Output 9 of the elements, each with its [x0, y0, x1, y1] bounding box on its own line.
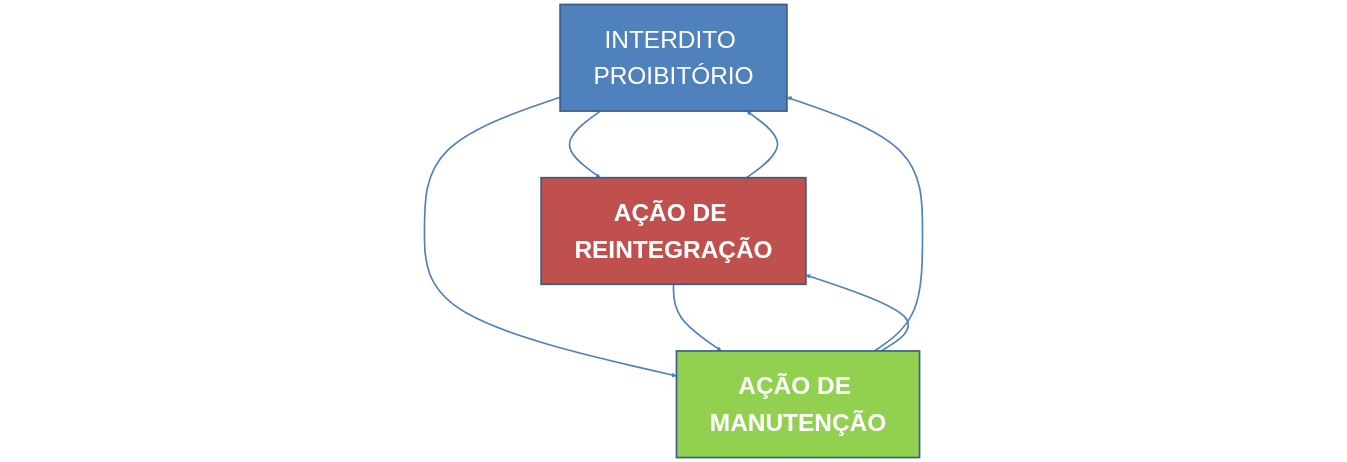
arrow — [672, 283, 722, 352]
arrow — [745, 110, 779, 179]
node-box: INTERDITO PROIBITÓRIO — [559, 3, 788, 112]
arrow — [568, 110, 602, 178]
node-box: AÇÃO DE MANUTENÇÃO — [675, 350, 921, 459]
node-box: AÇÃO DE REINTEGRAÇÃO — [540, 176, 807, 286]
arrow — [786, 96, 924, 352]
arrow — [805, 274, 910, 352]
arrow — [423, 96, 677, 378]
